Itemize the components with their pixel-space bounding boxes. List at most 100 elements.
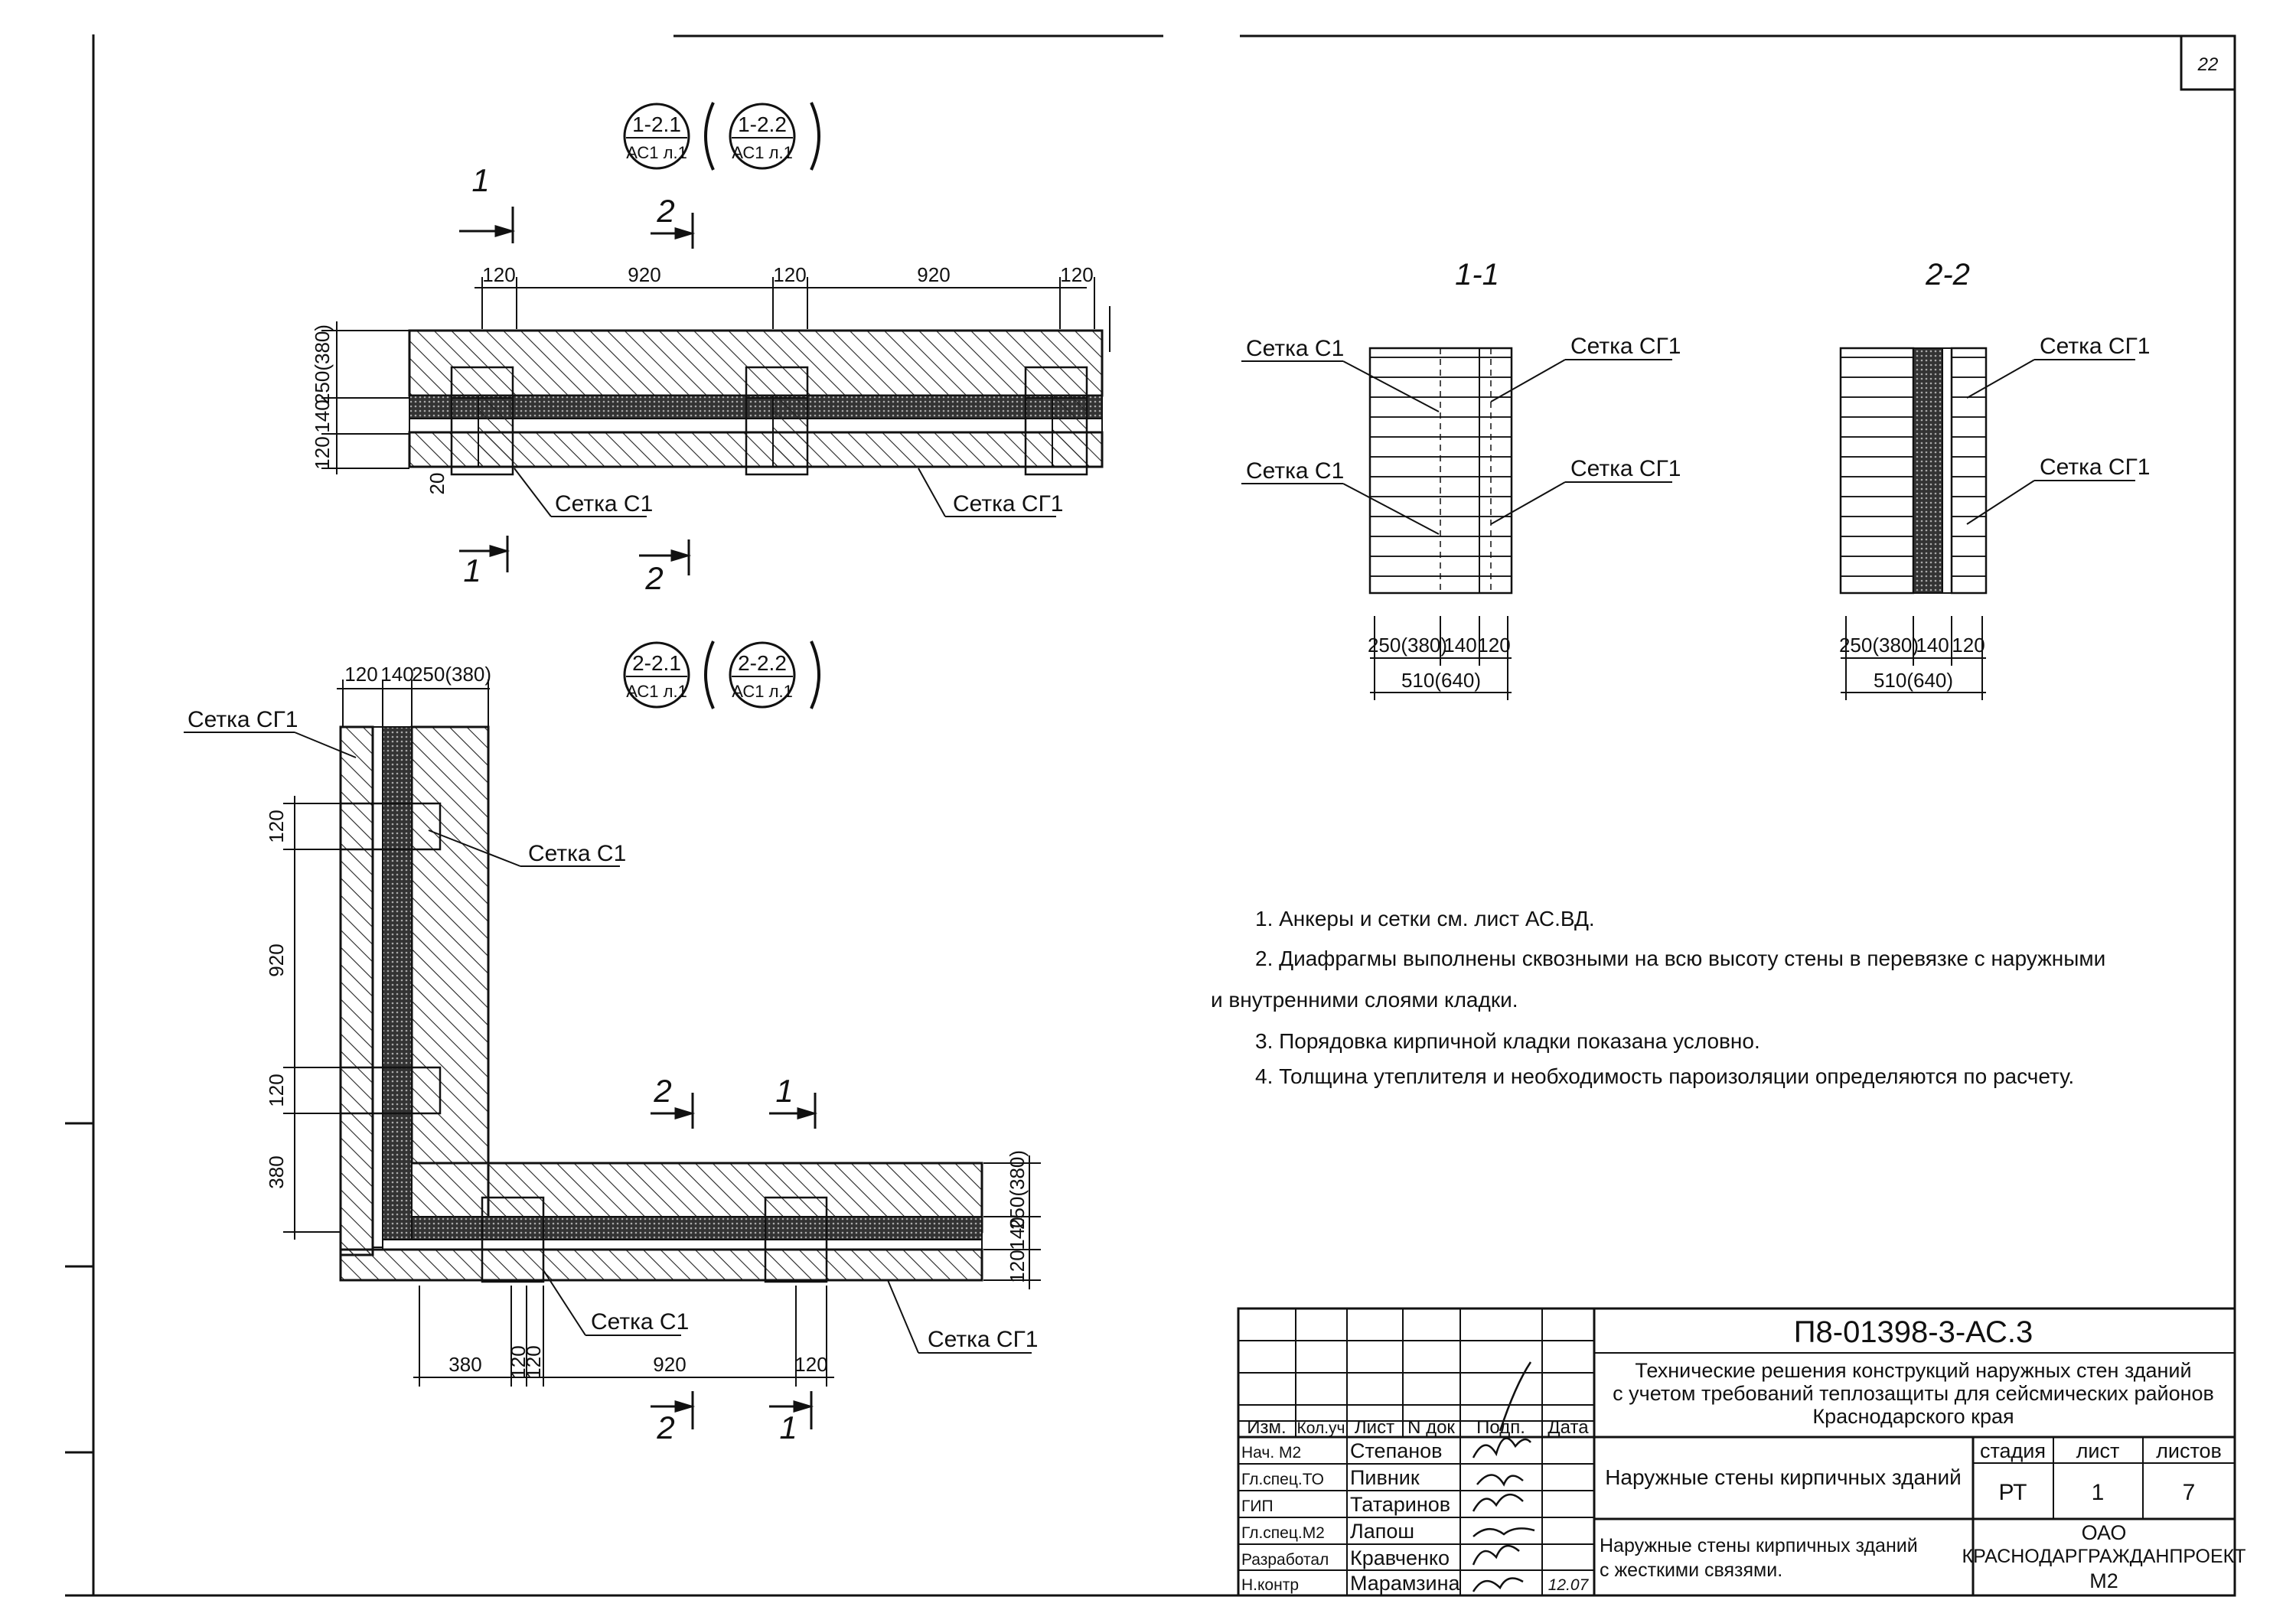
stage-header: стадия [1980, 1439, 2046, 1462]
dimension-text: 140 [1006, 1217, 1029, 1250]
callout-bubble: 1-2.2 АС1 л.1 [729, 103, 796, 170]
stage-value: РТ [1999, 1480, 2027, 1505]
dimension-text: 120 [1060, 263, 1093, 286]
callout-bottom-text: АС1 л.1 [732, 143, 793, 162]
cut-label: 2 [656, 193, 674, 229]
role-cell: ГИП [1241, 1498, 1274, 1515]
diaphragm [764, 1196, 828, 1283]
mesh-label: Сетка СГ1 [1570, 334, 1681, 359]
stage-header: лист [2076, 1439, 2120, 1462]
mesh-label: Сетка С1 [591, 1309, 689, 1335]
diaphragm [1024, 366, 1088, 476]
dimension-text: 250(380) [311, 324, 334, 404]
cut-label: 2 [656, 1410, 674, 1445]
dimension-text: 120 [265, 1074, 288, 1106]
note-line: 3. Порядовка кирпичной кладки показана у… [1255, 1029, 1760, 1053]
callout-top-text: 1-2.2 [738, 112, 787, 136]
dimension-text: 120 [1477, 634, 1510, 657]
dimension-text: 120 [344, 663, 377, 686]
dimension-text: 120 [482, 263, 515, 286]
sheet-number: 22 [2197, 54, 2219, 75]
diaphragm [450, 366, 514, 476]
dimension-text: 920 [265, 943, 288, 976]
dimension-line-top [475, 277, 1110, 352]
header-cell: Изм. [1247, 1417, 1286, 1438]
org-line: М2 [2089, 1569, 2118, 1592]
mesh-label: Сетка СГ1 [188, 707, 298, 732]
cut-label: 1 [471, 162, 489, 198]
mesh-label: Сетка С1 [1246, 458, 1344, 484]
cut-marker [769, 1093, 818, 1129]
callout-group-top: 1-2.1 АС1 л.1 1-2.2 АС1 л.1 [623, 102, 820, 171]
mesh-label: Сетка С1 [1246, 336, 1344, 361]
callout-top-text: 1-2.1 [632, 112, 681, 136]
notes: 1. Анкеры и сетки см. лист АС.ВД. 2. Диа… [1211, 907, 2105, 1088]
dimension-text: 250(380) [1006, 1150, 1029, 1230]
dimension-text: 380 [265, 1155, 288, 1188]
dimension-text: 140 [311, 399, 334, 432]
dimension-text: 250(380) [1839, 634, 1919, 657]
section-title: 2-2 [1925, 258, 1970, 292]
role-cell: Гл.спец.М2 [1241, 1524, 1325, 1542]
role-cell: Н.контр [1241, 1576, 1299, 1594]
dimension-line-bottom [1841, 616, 1986, 700]
name-cell: Лапош [1350, 1520, 1414, 1543]
doc-code: П8-01398-3-АС.3 [1794, 1315, 2033, 1349]
dimension-line-vertical [321, 321, 409, 474]
header-cell: Кол.уч [1297, 1419, 1345, 1437]
role-cell: Нач. М2 [1241, 1444, 1301, 1462]
dimension-text: 140 [1443, 634, 1476, 657]
mesh-label: Сетка СГ1 [1570, 456, 1681, 481]
cut-marker [459, 207, 516, 243]
name-cell: Татаринов [1350, 1493, 1450, 1516]
dimension-line-bottom [413, 1286, 834, 1387]
section-2-2: 2-2 Сетка СГ1 Сетка СГ1 250(380) 140 120… [1839, 258, 2151, 700]
cut-marker [459, 536, 510, 572]
header-cell: Лист [1355, 1417, 1394, 1438]
dimension-line-left [283, 796, 341, 1240]
signatures [1472, 1361, 1535, 1592]
header-cell: N док [1407, 1417, 1455, 1438]
dimension-text: 510(640) [1401, 669, 1481, 692]
callout-bubble: 2-2.1 АС1 л.1 [623, 641, 690, 709]
diaphragm [481, 1196, 545, 1283]
dimension-text: 120 [794, 1353, 827, 1376]
mesh-label: Сетка СГ1 [2040, 455, 2151, 480]
cut-label: 1 [463, 552, 481, 588]
cut-marker [639, 539, 692, 575]
dimension-text: 140 [1916, 634, 1949, 657]
cut-marker [769, 1391, 814, 1429]
callout-top-text: 2-2.2 [738, 651, 787, 675]
org-line: КРАСНОДАРГРАЖДАНПРОЕКТ [1962, 1546, 2246, 1567]
description-line: Технические решения конструкций наружных… [1635, 1359, 2191, 1382]
name-cell: Марамзина [1350, 1572, 1460, 1595]
callout-group-corner: 2-2.1 АС1 л.1 2-2.2 АС1 л.1 [623, 640, 820, 709]
dimension-text: 380 [448, 1353, 481, 1376]
callout-bottom-text: АС1 л.1 [732, 682, 793, 701]
cut-label: 2 [644, 560, 663, 596]
name-cell: Пивник [1350, 1466, 1420, 1489]
cut-marker [651, 213, 696, 249]
description-line: с учетом требований теплозащиты для сейс… [1613, 1382, 2214, 1405]
stage-header: листов [2156, 1439, 2222, 1462]
header-cell: Дата [1548, 1417, 1589, 1438]
mesh-label: Сетка СГ1 [928, 1327, 1039, 1352]
name-cell: Кравченко [1350, 1546, 1450, 1569]
dimension-text: 120 [311, 436, 334, 469]
section-title: 1-1 [1455, 258, 1499, 292]
diaphragm [339, 1066, 442, 1115]
callout-bottom-text: АС1 л.1 [626, 143, 687, 162]
stage-value: 1 [2092, 1480, 2105, 1505]
dimension-text: 120 [1006, 1250, 1029, 1282]
dimension-text: 510(640) [1874, 669, 1953, 692]
note-line: 1. Анкеры и сетки см. лист АС.ВД. [1255, 907, 1595, 930]
mesh-label: Сетка С1 [528, 841, 626, 866]
plan-corner: 120 140 250(380) 120 920 120 380 380 120… [184, 663, 1041, 1445]
drawing-title-line: с жесткими связями. [1600, 1559, 1782, 1581]
callout-top-text: 2-2.1 [632, 651, 681, 675]
plan-top: 120 920 120 920 120 120 140 250(380) 20 … [311, 162, 1110, 596]
mesh-label: Сетка СГ1 [2040, 334, 2151, 359]
dimension-text: 20 [426, 473, 448, 495]
dimension-line-top [337, 680, 490, 727]
